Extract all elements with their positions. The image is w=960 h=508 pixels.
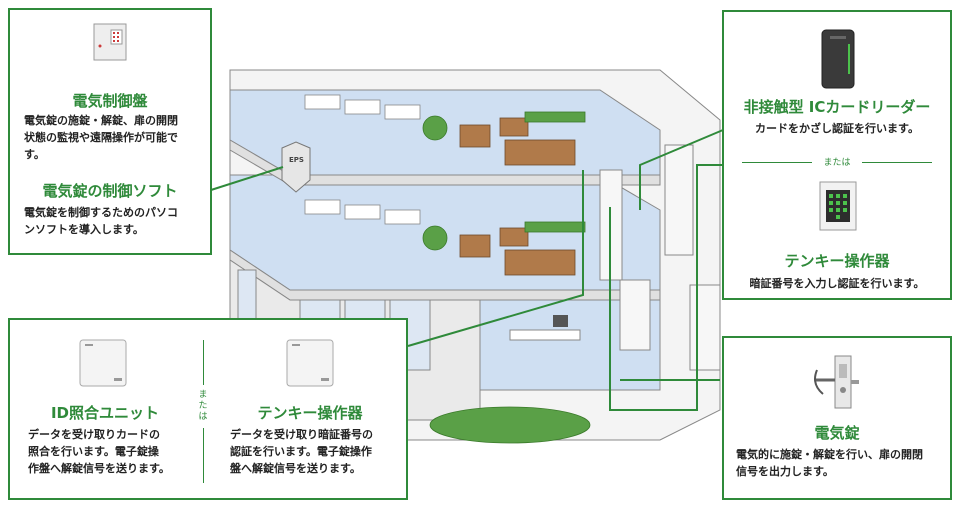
id-unit-desc: データを受け取りカードの 照合を行います。電子錠操 作盤へ解錠信号を送ります。 [28,428,170,475]
or-label-right: または [823,158,851,168]
electric-lock-title: 電気錠 [814,424,860,442]
control-software-title: 電気錠の制御ソフト [42,182,178,200]
or-divider-top [203,340,204,385]
or-label-vertical: または [198,390,208,422]
ic-reader-title: 非接触型 ICカードリーダー [743,98,931,116]
id-unit-title: ID照合ユニット [50,404,160,422]
ic-reader-box: 非接触型 ICカードリーダー カードをかざし認証を行います。 または テンキー操… [722,10,952,300]
control-software-desc: 電気錠を制御するためのパソコ ンソフトを導入します。 [24,206,178,236]
electric-lock-desc: 電気的に施錠・解錠を行い、扉の開閉 信号を出力します。 [736,448,923,478]
tenkey-right-desc: 暗証番号を入力し認証を行います。 [749,277,925,290]
tenkey-pad-icon [819,181,857,231]
tenkey-unit-icon [286,339,334,387]
or-divider-left [742,162,812,163]
or-divider-bottom [203,428,204,483]
tenkey-right-title: テンキー操作器 [784,252,890,270]
control-panel-icon [93,23,127,61]
or-divider-right [862,162,932,163]
electric-lock-box: 電気錠 電気的に施錠・解錠を行い、扉の開閉 信号を出力します。 [722,336,952,500]
control-panel-box: 電気制御盤 電気錠の施錠・解錠、扉の開閉 状態の監視や遠隔操作が可能で す。 電… [8,8,212,255]
control-panel-title: 電気制御盤 [72,92,148,110]
tenkey-bottom-desc: データを受け取り暗証番号の 認証を行います。電子錠操作 盤へ解錠信号を送ります。 [230,428,373,475]
electric-lock-icon [814,355,859,409]
tenkey-bottom-title: テンキー操作器 [257,404,363,422]
ic-reader-desc: カードをかざし認証を行います。 [755,122,919,135]
id-unit-box: ID照合ユニット データを受け取りカードの 照合を行います。電子錠操 作盤へ解錠… [8,318,408,500]
ic-card-reader-icon [821,29,855,89]
eps-label: EPS [289,156,304,164]
id-unit-icon [79,339,127,387]
control-panel-desc: 電気錠の施錠・解錠、扉の開閉 状態の監視や遠隔操作が可能で す。 [24,114,178,161]
